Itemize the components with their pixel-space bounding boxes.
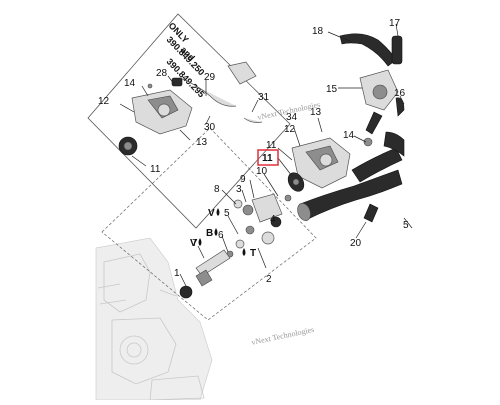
callout-16: 14 (343, 130, 355, 141)
water-pump-assembly (284, 137, 351, 202)
callout-1: 1 (174, 268, 180, 279)
callout-10: 10 (256, 166, 268, 177)
callout-34: 34 (286, 112, 298, 123)
callout-4: 4 (270, 214, 276, 225)
callout-13-inset: 13 (196, 137, 208, 148)
highlight-box (257, 149, 279, 166)
callout-17: 15 (326, 84, 338, 95)
callout-12: 11 (266, 140, 277, 151)
symbol-markers: V B V T (190, 208, 256, 259)
symbol-v-2: V (190, 238, 197, 249)
leader-lines (119, 23, 413, 287)
callout-20: 17 (389, 18, 401, 29)
coolant-hoses (297, 33, 405, 223)
inset-note: ONLY 390.849.250 and 390.849.295 (165, 20, 207, 99)
callout-31-inset: 31 (258, 92, 270, 103)
callout-6: 6 (218, 230, 224, 241)
callout-21: 18 (312, 26, 324, 37)
callout-12-inset: 12 (98, 96, 110, 107)
impeller-shaft-stack (179, 193, 283, 299)
callout-3: 3 (236, 184, 242, 195)
main-boundary (101, 127, 317, 321)
callout-11-inset: 11 (150, 164, 161, 175)
drop-icon (198, 238, 202, 246)
callout-7: 7 (192, 238, 198, 249)
callout-22: 20 (350, 238, 362, 249)
drop-icon (216, 208, 220, 216)
engine-block-ghost (95, 237, 213, 401)
symbol-b: B (206, 228, 213, 239)
callout-9: 9 (240, 174, 246, 185)
callout-14-inset: 14 (124, 78, 136, 89)
drop-icon (242, 248, 246, 256)
watermark-2: vNext Technologies (251, 325, 315, 347)
inset-callouts: 14 28 29 12 30 31 13 11 (98, 68, 270, 175)
callout-11: 11 (262, 153, 273, 164)
callout-29-inset: 29 (204, 72, 216, 83)
symbol-v-1: V (208, 208, 215, 219)
callout-8: 8 (214, 184, 220, 195)
callout-15: 13 (310, 107, 322, 118)
callout-18: 16 (394, 88, 406, 99)
callout-5: 5 (224, 208, 230, 219)
callout-30-inset: 30 (204, 122, 216, 133)
highlighted-callout: 11 (257, 149, 279, 166)
callout-2: 2 (266, 274, 272, 285)
callout-28-inset: 28 (156, 68, 168, 79)
callout-13: 12 (284, 124, 296, 135)
main-callouts: 18 17 15 16 34 13 14 12 11 10 9 3 8 5 6 … (174, 18, 409, 285)
symbol-t: T (250, 248, 256, 259)
drop-icon (214, 228, 218, 236)
inset-water-pump (118, 61, 263, 156)
inset-boundary (87, 13, 291, 229)
callout-5b: 5 (403, 220, 409, 231)
